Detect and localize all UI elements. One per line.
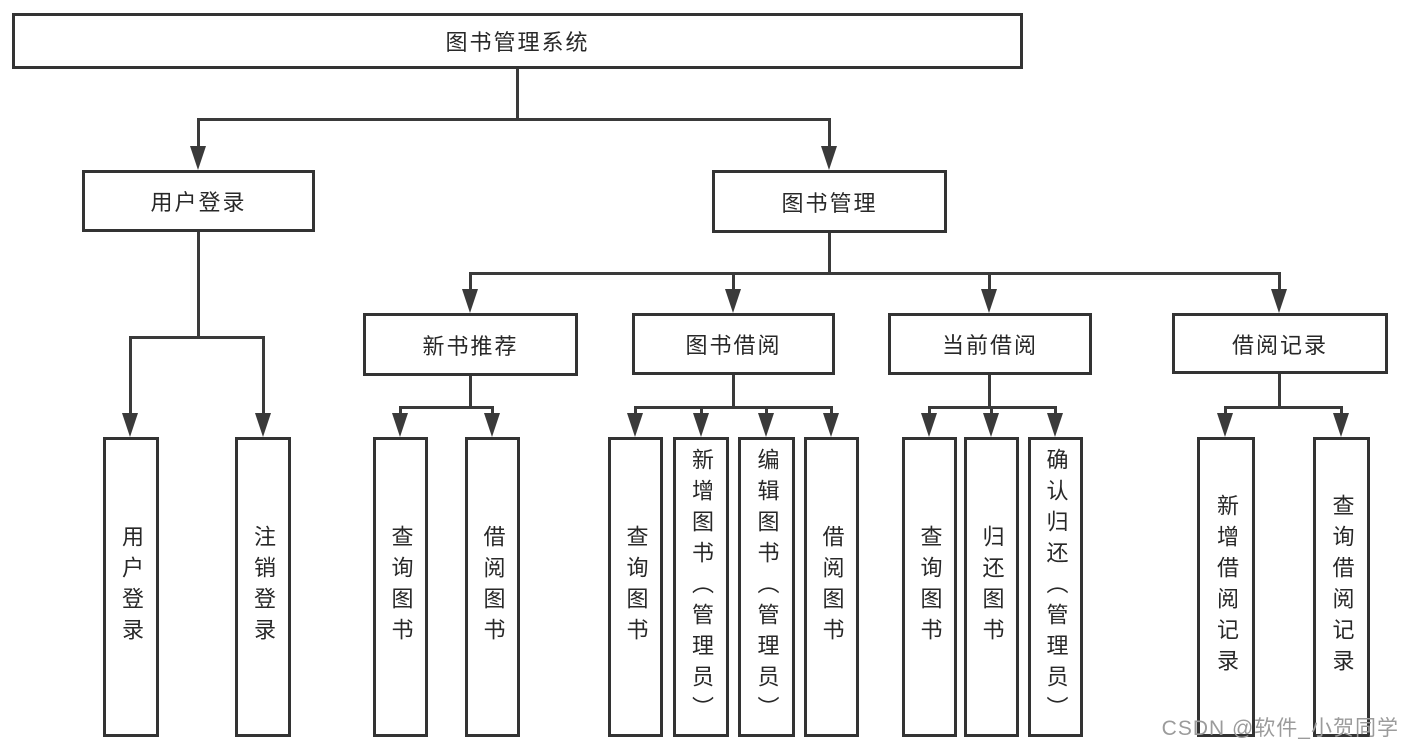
arrow-down-icon — [462, 289, 478, 313]
leaf-add-borrow-record: 新增借阅记录 — [1197, 437, 1255, 737]
connector-line — [399, 406, 402, 418]
leaf-borrow-query-books: 查询图书 — [608, 437, 663, 737]
leaf-logout-label: 注销登录 — [251, 525, 276, 649]
connector-line — [1224, 406, 1227, 418]
arrow-down-icon — [255, 413, 271, 437]
connector-line — [516, 69, 519, 118]
connector-line — [990, 406, 993, 418]
connector-line — [262, 336, 265, 416]
leaf-borrow-query-books-label: 查询图书 — [623, 525, 649, 649]
node-new-book-rec: 新书推荐 — [363, 313, 578, 376]
connector-line — [197, 232, 200, 336]
connector-line — [129, 336, 265, 339]
leaf-edit-books-admin-label: 编辑图书（管理员） — [754, 447, 780, 727]
connector-line — [732, 375, 735, 406]
leaf-edit-books-admin: 编辑图书（管理员） — [738, 437, 795, 737]
connector-line — [700, 406, 703, 418]
leaf-query-borrow-record: 查询借阅记录 — [1313, 437, 1370, 737]
arrow-down-icon — [983, 413, 999, 437]
leaf-add-borrow-record-label: 新增借阅记录 — [1214, 494, 1239, 680]
node-user-login: 用户登录 — [82, 170, 315, 232]
arrow-down-icon — [725, 289, 741, 313]
connector-line — [469, 272, 1281, 275]
node-borrow-record-label: 借阅记录 — [1231, 332, 1328, 358]
connector-line — [828, 118, 831, 150]
arrow-down-icon — [823, 413, 839, 437]
csdn-watermark: CSDN @软件_小贺同学 — [1161, 717, 1399, 740]
leaf-return-books: 归还图书 — [964, 437, 1019, 737]
arrow-down-icon — [484, 413, 500, 437]
connector-line — [732, 272, 735, 292]
connector-line — [399, 406, 494, 409]
node-book-mgmt-label: 图书管理 — [781, 190, 878, 216]
arrow-down-icon — [122, 413, 138, 437]
leaf-confirm-return-admin: 确认归还（管理员） — [1028, 437, 1083, 737]
connector-line — [469, 272, 472, 292]
connector-line — [491, 406, 494, 418]
arrow-down-icon — [190, 146, 206, 170]
connector-line — [1278, 272, 1281, 292]
arrow-down-icon — [1217, 413, 1233, 437]
leaf-logout: 注销登录 — [235, 437, 291, 737]
leaf-rec-borrow-books-label: 借阅图书 — [480, 525, 506, 649]
leaf-user-login: 用户登录 — [103, 437, 159, 737]
leaf-borrow-borrow-books: 借阅图书 — [804, 437, 859, 737]
arrow-down-icon — [921, 413, 937, 437]
connector-line — [765, 406, 768, 418]
leaf-query-borrow-record-label: 查询借阅记录 — [1329, 494, 1355, 680]
leaf-user-login-label: 用户登录 — [119, 525, 144, 649]
arrow-down-icon — [392, 413, 408, 437]
node-user-login-label: 用户登录 — [150, 190, 247, 215]
connector-line — [928, 406, 931, 418]
arrow-down-icon — [758, 413, 774, 437]
leaf-rec-borrow-books: 借阅图书 — [465, 437, 520, 737]
node-root-label: 图书管理系统 — [445, 30, 590, 55]
connector-line — [1278, 374, 1281, 406]
node-current-borrow: 当前借阅 — [888, 313, 1092, 375]
arrow-down-icon — [627, 413, 643, 437]
arrow-down-icon — [821, 146, 837, 170]
node-book-borrow-label: 图书借阅 — [685, 333, 782, 358]
node-book-borrow: 图书借阅 — [632, 313, 835, 375]
leaf-confirm-return-admin-label: 确认归还（管理员） — [1043, 447, 1069, 727]
leaf-add-books-admin-label: 新增图书（管理员） — [689, 447, 714, 727]
connector-line — [988, 375, 991, 406]
connector-line — [197, 118, 200, 150]
arrow-down-icon — [1047, 413, 1063, 437]
connector-line — [634, 406, 637, 418]
connector-line — [634, 406, 833, 409]
leaf-current-query-books: 查询图书 — [902, 437, 957, 737]
leaf-rec-query-books: 查询图书 — [373, 437, 428, 737]
node-current-borrow-label: 当前借阅 — [941, 333, 1038, 358]
leaf-borrow-borrow-books-label: 借阅图书 — [819, 525, 845, 649]
arrow-down-icon — [1333, 413, 1349, 437]
arrow-down-icon — [1271, 289, 1287, 313]
node-borrow-record: 借阅记录 — [1172, 313, 1388, 374]
leaf-add-books-admin: 新增图书（管理员） — [673, 437, 729, 737]
connector-line — [469, 376, 472, 406]
leaf-current-query-books-label: 查询图书 — [917, 525, 943, 649]
connector-line — [1224, 406, 1342, 409]
node-new-book-rec-label: 新书推荐 — [422, 333, 519, 359]
node-root: 图书管理系统 — [12, 13, 1023, 69]
connector-line — [828, 233, 831, 272]
connector-line — [988, 272, 991, 292]
connector-line — [1054, 406, 1057, 418]
node-book-mgmt: 图书管理 — [712, 170, 947, 233]
leaf-return-books-label: 归还图书 — [979, 525, 1005, 649]
connector-line — [197, 118, 831, 121]
arrow-down-icon — [981, 289, 997, 313]
arrow-down-icon — [693, 413, 709, 437]
connector-line — [129, 336, 132, 416]
connector-line — [1340, 406, 1343, 418]
leaf-rec-query-books-label: 查询图书 — [388, 525, 414, 649]
connector-line — [830, 406, 833, 418]
